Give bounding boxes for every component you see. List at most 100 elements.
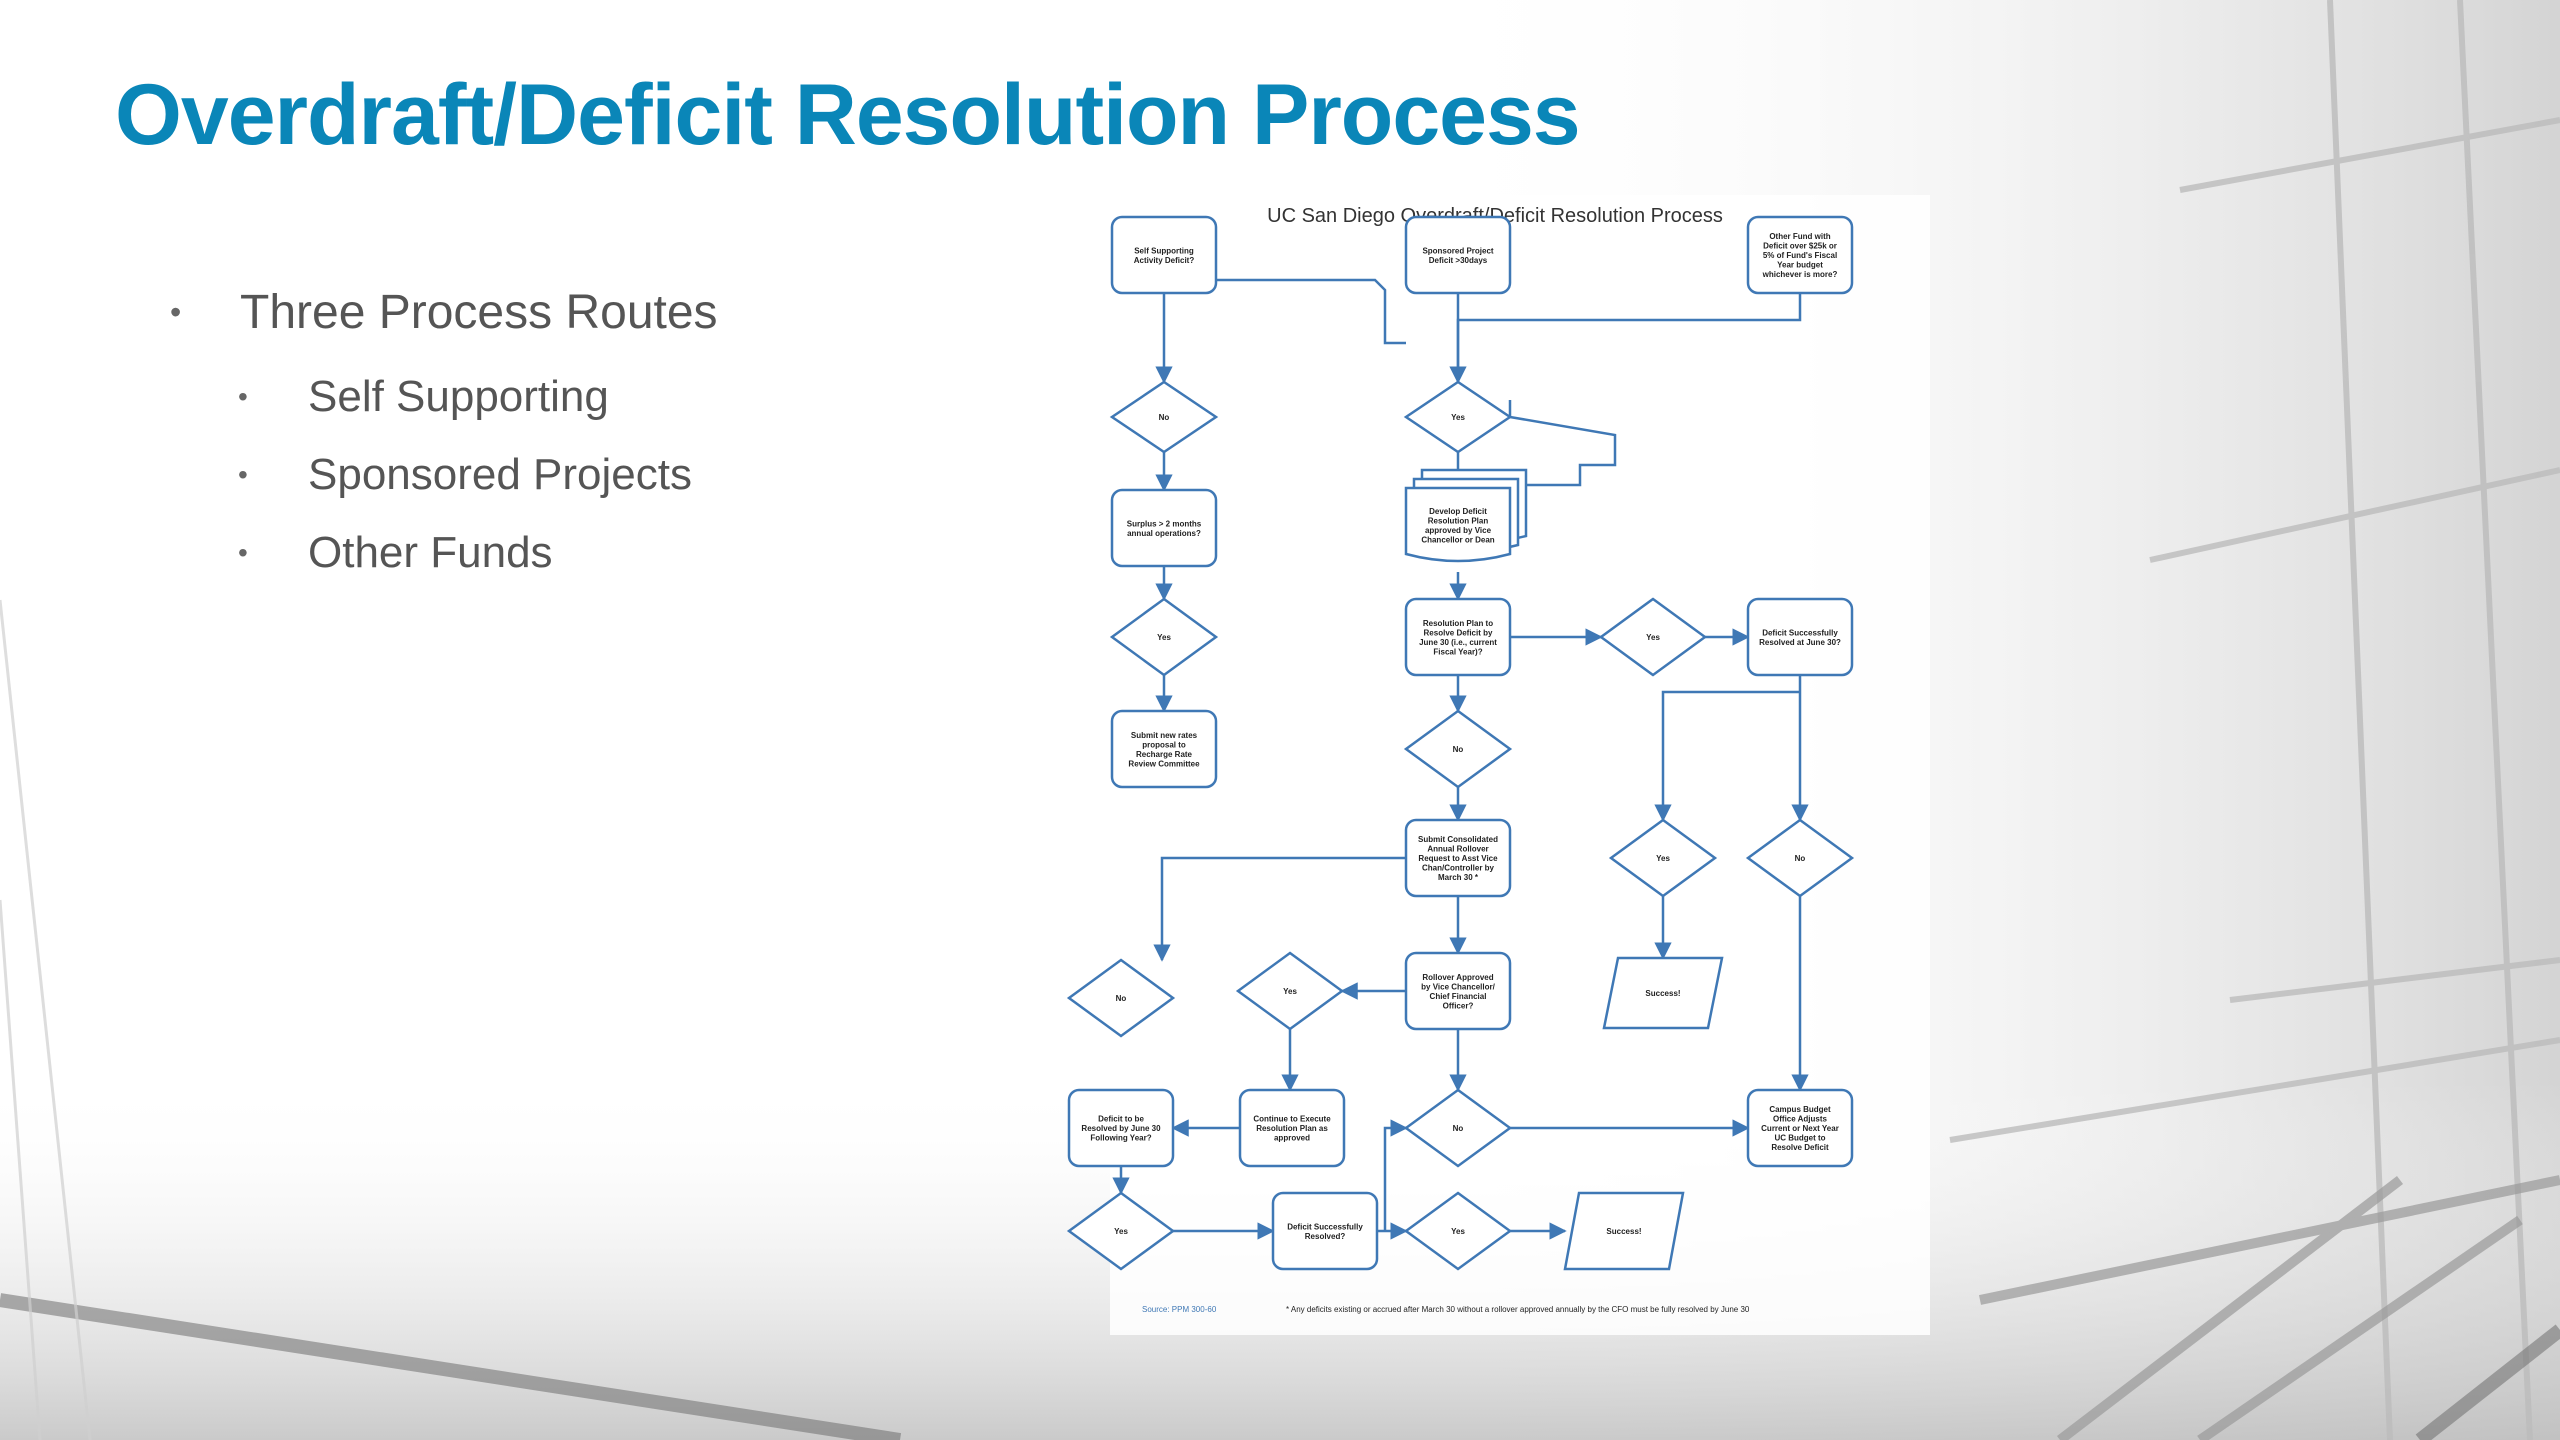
flow-node-label: UC Budget to xyxy=(1774,1134,1825,1143)
flow-connector xyxy=(1383,1119,1408,1231)
flow-node-label: Request to Asst Vice xyxy=(1418,854,1498,863)
flow-node-label: Resolve Deficit by xyxy=(1424,628,1493,637)
flow-connector xyxy=(1509,415,1617,487)
flow-node-label: Resolved by June 30 xyxy=(1081,1124,1161,1133)
flow-node-yes-3: Yes xyxy=(1598,597,1708,677)
flow-node-shape xyxy=(1403,1088,1513,1168)
flowchart-connectors xyxy=(1112,278,1809,1240)
flow-node-success-2: Success! xyxy=(1563,1191,1685,1271)
flow-node-label: Activity Deficit? xyxy=(1134,256,1195,265)
flow-node-label: Yes xyxy=(1451,1227,1465,1236)
flow-node-shape xyxy=(1067,1088,1175,1168)
flow-node-label: Current or Next Year xyxy=(1761,1124,1839,1133)
flow-connector xyxy=(1654,690,1800,822)
flow-node-label: Other Fund with xyxy=(1769,232,1830,241)
flow-node-label: Resolution Plan xyxy=(1428,516,1489,525)
sub-bullet-label: Other Funds xyxy=(308,528,553,577)
bullet-dot-icon: • xyxy=(170,293,182,330)
flow-node-label: No xyxy=(1159,413,1170,422)
flow-node-label: Yes xyxy=(1646,633,1660,642)
flow-node-label: Submit Consolidated xyxy=(1418,835,1498,844)
flow-node-label: Sponsored Project xyxy=(1422,246,1493,255)
flow-node-shape xyxy=(1110,709,1218,789)
flow-node-label: Yes xyxy=(1114,1227,1128,1236)
flow-node-shape xyxy=(1404,818,1512,898)
flow-node-label: by Vice Chancellor/ xyxy=(1421,982,1495,991)
flow-node-label: Yes xyxy=(1451,413,1465,422)
flow-node-shape xyxy=(1746,215,1854,295)
flow-node-label: proposal to xyxy=(1142,740,1186,749)
flow-node-label: Submit new rates xyxy=(1131,731,1198,740)
flow-node-label: Success! xyxy=(1606,1227,1641,1236)
flow-node-shape xyxy=(1746,597,1854,677)
sub-bullet-self-supporting: • Self Supporting xyxy=(238,358,1070,436)
bullet-dot-icon: • xyxy=(238,459,248,490)
flow-node-shape xyxy=(1404,951,1512,1031)
flow-node-shape xyxy=(1563,1191,1685,1271)
flow-node-label: Following Year? xyxy=(1090,1134,1151,1143)
flow-node-shape xyxy=(1404,597,1512,677)
flow-node-yes-1: Yes xyxy=(1403,380,1513,454)
flow-node-label: Campus Budget xyxy=(1769,1105,1831,1114)
flow-node-label: Rollover Approved xyxy=(1422,973,1493,982)
bullet-dot-icon: • xyxy=(238,537,248,568)
flow-node-label: Deficit Successfully xyxy=(1287,1222,1363,1231)
flow-node-label: March 30 * xyxy=(1438,873,1479,882)
flow-connector xyxy=(1153,856,1406,962)
flow-node-label: annual operations? xyxy=(1127,529,1201,538)
flow-node-shape xyxy=(1066,958,1176,1038)
flow-node-label: Annual Rollover xyxy=(1427,845,1488,854)
flow-node-label: Fiscal Year)? xyxy=(1433,647,1482,656)
flow-node-label: Resolution Plan as xyxy=(1256,1124,1328,1133)
flow-node-shape xyxy=(1598,597,1708,677)
flow-node-shape xyxy=(1404,215,1512,295)
flow-node-label: Resolve Deficit xyxy=(1771,1143,1829,1152)
flow-node-shape xyxy=(1403,1191,1513,1271)
flow-node-label: No xyxy=(1116,994,1127,1003)
sub-bullet-other-funds: • Other Funds xyxy=(238,514,1070,592)
sub-bullet-sponsored-projects: • Sponsored Projects xyxy=(238,436,1070,514)
flow-node-success-1: Success! xyxy=(1602,956,1724,1030)
flow-node-shape xyxy=(1602,956,1724,1030)
flow-node-yes-7: Yes xyxy=(1403,1191,1513,1271)
flow-node-no-1: No xyxy=(1109,380,1219,454)
flow-node-label: Yes xyxy=(1283,987,1297,996)
flow-node-label: No xyxy=(1453,745,1464,754)
flow-node-no-4: No xyxy=(1066,958,1176,1038)
slide-title: Overdraft/Deficit Resolution Process xyxy=(115,67,1581,163)
flow-node-yes-4: Yes xyxy=(1608,818,1718,898)
flow-connector xyxy=(1216,278,1406,345)
flow-node-shape xyxy=(1403,380,1513,454)
flow-node-label: No xyxy=(1453,1124,1464,1133)
flow-node-label: Chief Financial xyxy=(1430,992,1487,1001)
flow-node-label: Deficit to be xyxy=(1098,1115,1144,1124)
flow-node-yes-2: Yes xyxy=(1109,597,1219,677)
flow-node-shape xyxy=(1110,488,1218,568)
flow-node-label: Self Supporting xyxy=(1134,246,1194,255)
flow-node-shape xyxy=(1109,380,1219,454)
flow-node-label: Develop Deficit xyxy=(1429,507,1487,516)
footnote: * Any deficits existing or accrued after… xyxy=(1286,1305,1750,1314)
flow-node-label: Success! xyxy=(1645,989,1680,998)
flow-node-shape xyxy=(1238,1088,1346,1168)
flow-node-shape xyxy=(1746,1088,1854,1168)
flow-node-label: June 30 (i.e., current xyxy=(1419,638,1497,647)
bullet-label: Three Process Routes xyxy=(240,285,718,339)
flow-node-label: Resolution Plan to xyxy=(1423,619,1493,628)
flow-node-label: Deficit >30days xyxy=(1429,256,1488,265)
flow-node-label: whichever is more? xyxy=(1762,270,1838,279)
flowchart-diagram: UC San Diego Overdraft/Deficit Resolutio… xyxy=(1066,195,1930,1335)
bullet-list: • Three Process Routes • Self Supporting… xyxy=(170,280,1070,592)
flow-node-shape xyxy=(1066,1191,1176,1271)
